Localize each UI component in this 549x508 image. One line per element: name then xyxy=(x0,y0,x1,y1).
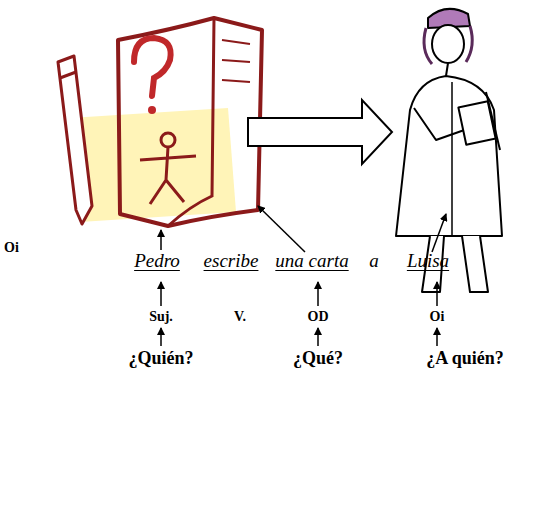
question-label: ¿A quién? xyxy=(426,348,504,369)
sentence-word: Pedro xyxy=(134,250,180,272)
sentence-word: escribe xyxy=(204,250,259,272)
question-label: ¿Qué? xyxy=(293,348,343,369)
question-label: ¿Quién? xyxy=(128,348,193,369)
function-label: V. xyxy=(234,309,246,325)
sentence-word: una carta xyxy=(275,250,348,272)
woman-clipart xyxy=(396,9,502,292)
leader-arrows xyxy=(161,206,446,346)
edge-label: Oi xyxy=(4,240,19,256)
letter-clipart xyxy=(58,18,262,226)
function-label: Oi xyxy=(430,309,445,325)
block-arrow xyxy=(248,100,392,164)
function-label: OD xyxy=(308,309,329,325)
sentence-word: a xyxy=(369,250,379,272)
sentence-word: Luisa xyxy=(407,250,449,272)
function-label: Suj. xyxy=(149,309,173,325)
